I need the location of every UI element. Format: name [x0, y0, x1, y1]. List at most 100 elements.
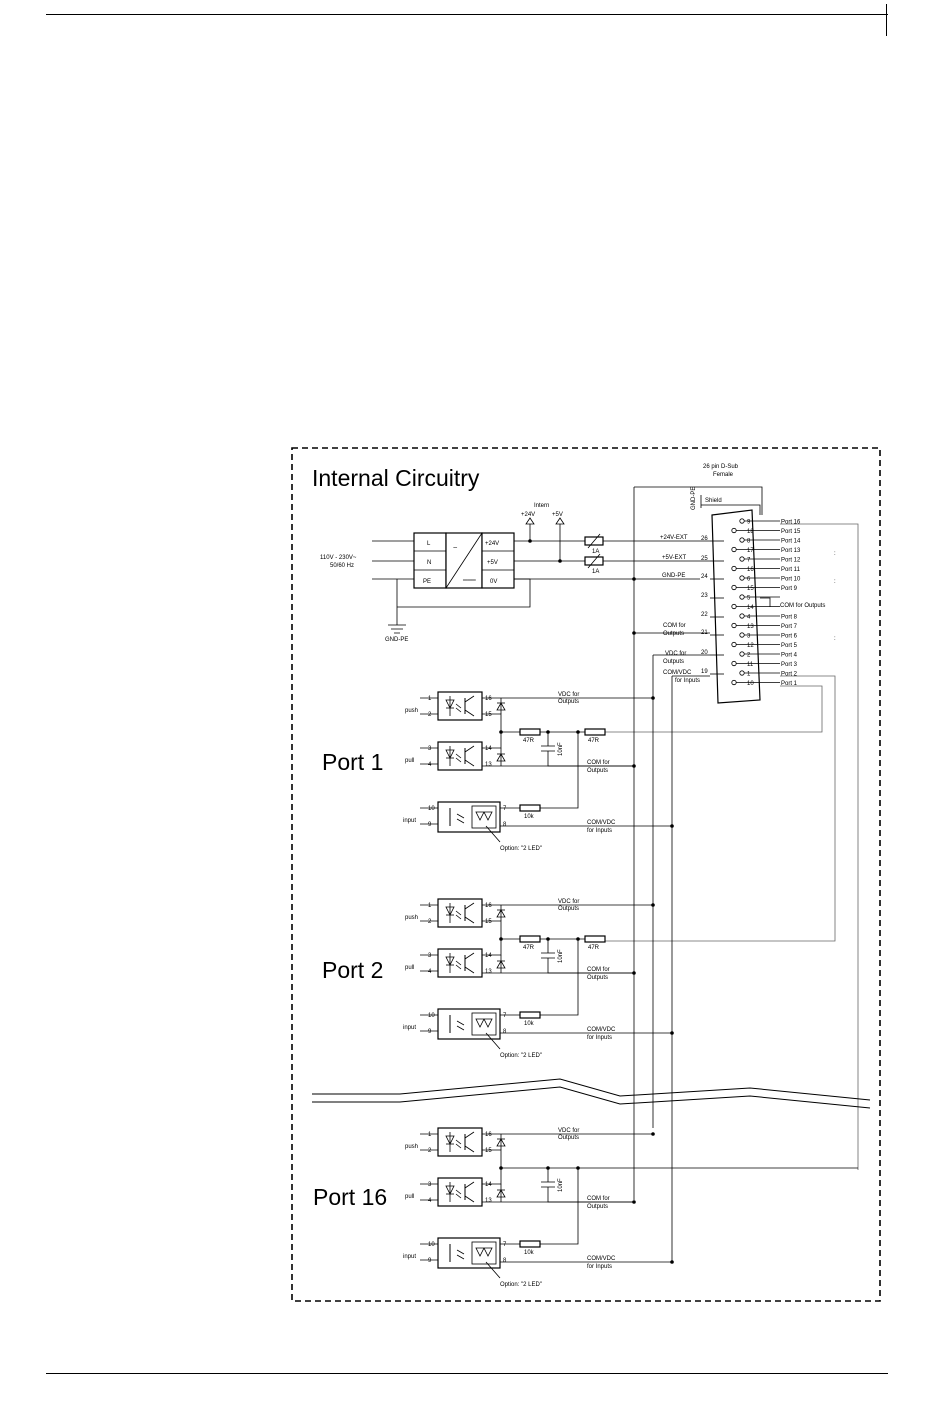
- input-led-pair: [475, 1247, 493, 1257]
- dsub-pin-hole: [739, 594, 745, 600]
- ac-symbol: ~: [453, 543, 458, 552]
- pin-num-left: 4: [428, 969, 432, 975]
- port-label: Port 1: [322, 749, 383, 775]
- resistor-47r: [519, 935, 541, 943]
- pin-port-label: Port 13: [781, 548, 801, 554]
- top-bus-wire: [634, 486, 763, 515]
- continuation-dots: :: [834, 551, 836, 557]
- pin-num-left: 1: [428, 1132, 432, 1138]
- psu-output-terminal-block: [481, 532, 515, 589]
- comvdc-label-1: COM/VDC: [587, 1256, 616, 1262]
- left-pin-number: 26: [701, 536, 708, 542]
- rail-24-label: +24V: [521, 512, 535, 518]
- fuse-5v-label: 1A: [592, 569, 599, 575]
- port1-return: [603, 685, 823, 733]
- pin-num-left: 9: [428, 1029, 432, 1035]
- connector-label-2: Female: [713, 472, 734, 478]
- com-label-2: Outputs: [587, 1204, 608, 1210]
- connector-label-1: 26 pin D-Sub: [703, 464, 739, 470]
- dsub-pin-hole: [739, 632, 745, 638]
- pin-number: 2: [747, 653, 751, 659]
- comvdc-label-1: COM/VDC: [587, 1027, 616, 1033]
- channel-label: push: [405, 915, 418, 921]
- channel-label: pull: [405, 965, 414, 971]
- dsub-pin-hole: [731, 603, 737, 610]
- pin-port-label: Port 11: [781, 567, 801, 573]
- com-outputs-label-2: Outputs: [663, 631, 684, 637]
- pin-port-label: Port 10: [781, 577, 801, 583]
- dsub-pin-hole: [731, 641, 737, 648]
- pin-port-label: Port 9: [781, 586, 798, 592]
- pin-port-label: Port 6: [781, 634, 798, 640]
- comvdc-inputs-label-2: for Inputs: [675, 678, 700, 684]
- pin-number: 8: [747, 539, 751, 545]
- dsub-pin-hole: [739, 651, 745, 657]
- pin-port-label: Port 16: [781, 520, 801, 526]
- capacitor-10nf: [541, 939, 634, 974]
- pin-num-right: 15: [485, 1148, 492, 1154]
- intern-label: Intern: [534, 503, 549, 509]
- pin-number: 6: [747, 577, 751, 583]
- pin-num-right: 16: [485, 1132, 492, 1138]
- pin-num-left: 2: [428, 712, 432, 718]
- ext-24-label: +24V-EXT: [660, 535, 688, 541]
- shield-label: Shield: [705, 498, 722, 504]
- resistor-47r: [584, 935, 606, 943]
- resistor-10k: [519, 804, 541, 812]
- port16-return: [780, 523, 859, 1170]
- pin-number: 14: [747, 605, 754, 611]
- resistor-10k: [519, 1240, 541, 1248]
- optocoupler-box: [437, 1127, 483, 1157]
- continuation-dots: :: [834, 579, 836, 585]
- dsub-pin-hole: [731, 679, 737, 686]
- pin-number: 15: [747, 586, 754, 592]
- vdc-label-1: VDC for: [558, 692, 579, 698]
- comvdc-inputs-label-1: COM/VDC: [663, 670, 692, 676]
- diode-symbol: [496, 960, 506, 969]
- port2-return: [603, 675, 836, 942]
- pin-num-right: 15: [485, 712, 492, 718]
- pin-num-left: 10: [428, 806, 435, 812]
- terminal-5v: +5V: [487, 560, 498, 566]
- left-pin-number: 24: [701, 574, 708, 580]
- diode-symbol: [496, 909, 506, 918]
- continuation-dots: :: [834, 636, 836, 642]
- pin-num-left: 3: [428, 953, 432, 959]
- com-label-2: Outputs: [587, 975, 608, 981]
- pin-num-right: 13: [485, 969, 492, 975]
- terminal-24v: +24V: [485, 541, 499, 547]
- capacitor-label: 10nF: [558, 742, 564, 756]
- pin-number: 11: [747, 662, 754, 668]
- channel-label: push: [405, 1144, 418, 1150]
- resistor-label: 47R: [523, 738, 535, 744]
- pin-number: 17: [747, 548, 754, 554]
- diagram-frame: [291, 447, 881, 1302]
- terminal-pe: PE: [423, 579, 431, 585]
- capacitor-label: 10nF: [558, 1178, 564, 1192]
- pin-num-right: 7: [503, 806, 507, 812]
- vdc-label-1: VDC for: [558, 1128, 579, 1134]
- channel-label: input: [403, 1254, 416, 1260]
- pin-num-left: 4: [428, 762, 432, 768]
- break-line-1: [312, 1078, 871, 1101]
- dsub-pin-hole: [739, 537, 745, 543]
- pin-port-label: Port 3: [781, 662, 798, 668]
- pin-num-left: 9: [428, 1258, 432, 1264]
- diode-symbol: [496, 702, 506, 711]
- port-label: Port 16: [313, 1184, 387, 1210]
- pin-num-right: 14: [485, 953, 492, 959]
- dsub-pin-hole: [739, 575, 745, 581]
- header-rule: [46, 14, 888, 15]
- com-outputs-label-1: COM for: [663, 623, 686, 629]
- pin-num-left: 10: [428, 1242, 435, 1248]
- capacitor-10nf: [541, 1168, 634, 1203]
- capacitor-label: 10nF: [558, 949, 564, 963]
- port-circuit-2: Port 2push121615pull341413input10978VDC …: [322, 898, 674, 1059]
- com-label-1: COM for: [587, 967, 610, 973]
- supply-input-wires: [372, 540, 414, 580]
- pe-label: GND-PE: [691, 487, 697, 510]
- pin-number: 12: [747, 643, 754, 649]
- input-led-pair: [475, 811, 493, 821]
- dsub-pin-hole: [731, 565, 737, 572]
- dsub-pin-hole: [739, 613, 745, 619]
